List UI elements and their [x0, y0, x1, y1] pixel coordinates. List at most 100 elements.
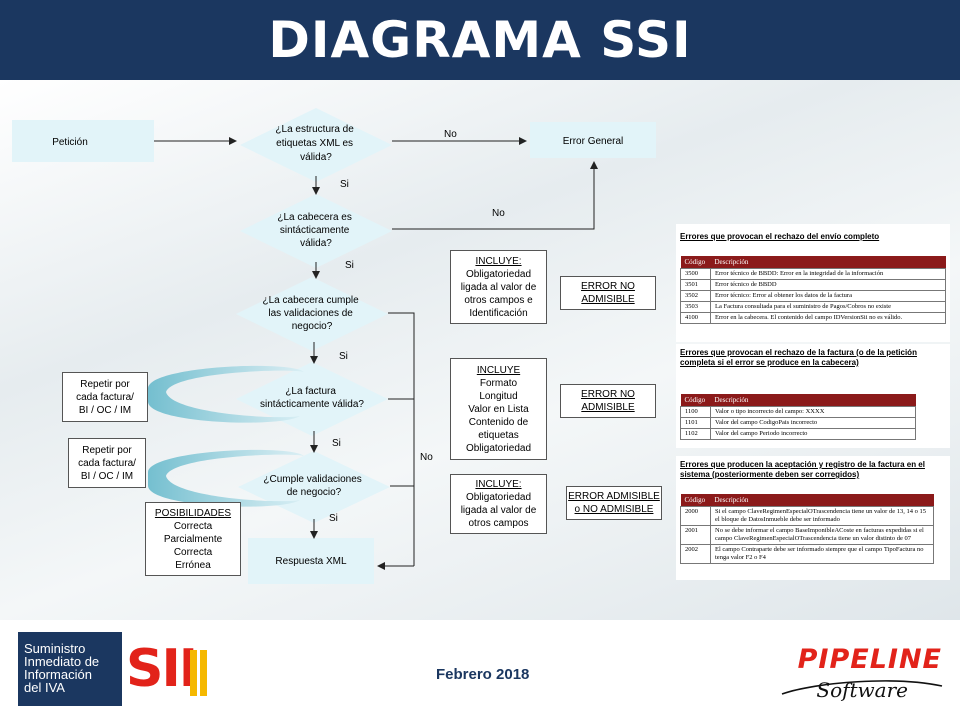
repeat-2-line-2: cada factura/ — [78, 457, 136, 469]
repeat-box-2: Repetir por cada factura/ BI / OC / IM — [68, 438, 146, 488]
incluye-3-item: otros campos — [468, 518, 529, 529]
incluye-3-item: ligada al valor de — [460, 505, 537, 516]
pipeline-logo: PIPELINE Software — [776, 642, 946, 708]
table-1-header: Código — [680, 256, 711, 269]
sii-logo: Suministro Inmediato de Información del … — [18, 632, 208, 706]
posibilidades-title: POSIBILIDADES — [154, 507, 232, 519]
repeat-2-line-1: Repetir por — [82, 444, 132, 456]
sii-yellow-bar — [190, 650, 197, 696]
sii-yellow-bar — [200, 650, 207, 696]
table-3-header: Descripción — [710, 494, 934, 507]
table-2-header: Código — [680, 394, 711, 407]
table-2-title: Errores que provocan el rechazo de la fa… — [680, 348, 917, 367]
repeat-box-1: Repetir por cada factura/ BI / OC / IM — [62, 372, 148, 422]
header-bar: DIAGRAMA SSI — [0, 0, 960, 80]
repeat-1-line-1: Repetir por — [80, 378, 130, 390]
sii-text-line: Inmediato de — [24, 654, 100, 669]
error-table-section-1: Errores que provocan el rechazo del enví… — [676, 232, 950, 324]
respuesta-xml-box — [248, 538, 374, 584]
decision-diamond-2 — [240, 194, 392, 268]
incluye-1-item: Identificación — [469, 307, 528, 319]
posibilidades-item: Parcialmente — [163, 533, 223, 545]
decision-diamond-1 — [240, 108, 392, 182]
incluye-1-item: Obligatoriedad — [465, 268, 532, 280]
posibilidades-box: POSIBILIDADES Correcta Parcialmente Corr… — [145, 502, 241, 576]
label-si-2: Si — [345, 260, 354, 271]
page-title: DIAGRAMA SSI — [268, 11, 692, 69]
incluye-1-item: otros campos e — [464, 294, 533, 306]
incluye-1-item: ligada al valor de — [460, 281, 537, 293]
error-no-admisible-box-1: ERROR NO ADMISIBLE — [560, 276, 656, 310]
table-2-header: Descripción — [710, 394, 916, 407]
incluye-2-item: Contenido de — [468, 416, 529, 428]
decision-diamond-3 — [236, 277, 388, 351]
error-no-admisible-box-2: ERROR NO ADMISIBLE — [560, 384, 656, 418]
repeat-2-line-3: BI / OC / IM — [80, 470, 134, 482]
incluye-1-title: INCLUYE: — [475, 255, 522, 267]
error-general-label: Error General — [563, 136, 624, 147]
sii-text-line: Información — [24, 667, 92, 682]
decision-5-text: ¿Cumple validaciones de negocio? — [263, 474, 364, 498]
error-table-section-3: Errores que producen la aceptación y reg… — [676, 460, 950, 564]
label-no-2: No — [492, 208, 505, 219]
label-si-5: Si — [329, 513, 338, 524]
incluye-2-title: INCLUYE — [476, 364, 521, 376]
incluye-box-1: INCLUYE: Obligatoriedad ligada al valor … — [450, 250, 547, 324]
incluye-2-item: Obligatoriedad — [465, 442, 532, 454]
posibilidades-item: Correcta — [173, 546, 213, 558]
label-no-3: No — [420, 452, 433, 463]
repeat-1-line-3: BI / OC / IM — [78, 404, 132, 416]
posibilidades-item: Errónea — [175, 559, 211, 571]
sii-mark-text: SII — [126, 639, 198, 699]
label-si-4: Si — [332, 438, 341, 449]
table-1-title: Errores que provocan el rechazo del enví… — [680, 232, 880, 241]
incluye-2-item: Valor en Lista — [468, 403, 529, 415]
incluye-box-2: INCLUYE Formato Longitud Valor en Lista … — [450, 358, 547, 460]
table-1-header: Descripción — [710, 256, 946, 269]
peticion-label: Petición — [52, 137, 88, 148]
decision-2-text: ¿La cabecera es sintácticamente válida? — [277, 212, 354, 249]
respuesta-xml-label: Respuesta XML — [275, 556, 347, 567]
peticion-box — [12, 120, 154, 162]
decision-4-text: ¿La factura sintácticamente válida? — [260, 386, 364, 410]
incluye-box-3: INCLUYE: Obligatoriedad ligada al valor … — [450, 474, 547, 534]
decision-3-text: ¿La cabecera cumple las validaciones de … — [263, 295, 362, 332]
pipeline-swoosh — [781, 680, 943, 695]
incluye-2-item: Formato — [479, 377, 518, 389]
footer — [0, 620, 960, 720]
err-1-line: ADMISIBLE — [581, 294, 635, 305]
error-admisible-box-3: ERROR ADMISIBLE o NO ADMISIBLE — [566, 486, 662, 520]
arrow-d2-error — [392, 161, 598, 230]
label-si-1: Si — [340, 179, 349, 190]
loop-swoosh-1 — [148, 365, 304, 423]
err-2-line: ERROR NO — [581, 389, 635, 400]
sii-text-line: Suministro — [24, 641, 86, 656]
err-1-line: ERROR NO — [581, 281, 635, 292]
posibilidades-item: Correcta — [173, 520, 213, 532]
error-general-box — [530, 122, 656, 158]
repeat-1-line-2: cada factura/ — [76, 391, 134, 403]
decision-1-text: ¿La estructura de etiquetas XML es válid… — [275, 124, 356, 163]
sii-text-line: del IVA — [24, 680, 65, 695]
pipeline-wordmark: PIPELINE — [797, 644, 942, 675]
footer-date: Febrero 2018 — [436, 666, 530, 683]
incluye-2-item: Longitud — [479, 390, 518, 402]
incluye-3-title: INCLUYE: — [475, 479, 522, 490]
table-3-title: Errores que producen la aceptación y reg… — [680, 460, 925, 479]
flowchart: Petición Error General Respuesta XML ¿La… — [12, 108, 656, 584]
label-si-3: Si — [339, 351, 348, 362]
err-3-line: o NO ADMISIBLE — [574, 504, 654, 515]
loop-swoosh-2 — [148, 449, 304, 507]
table-3-header: Código — [680, 494, 711, 507]
